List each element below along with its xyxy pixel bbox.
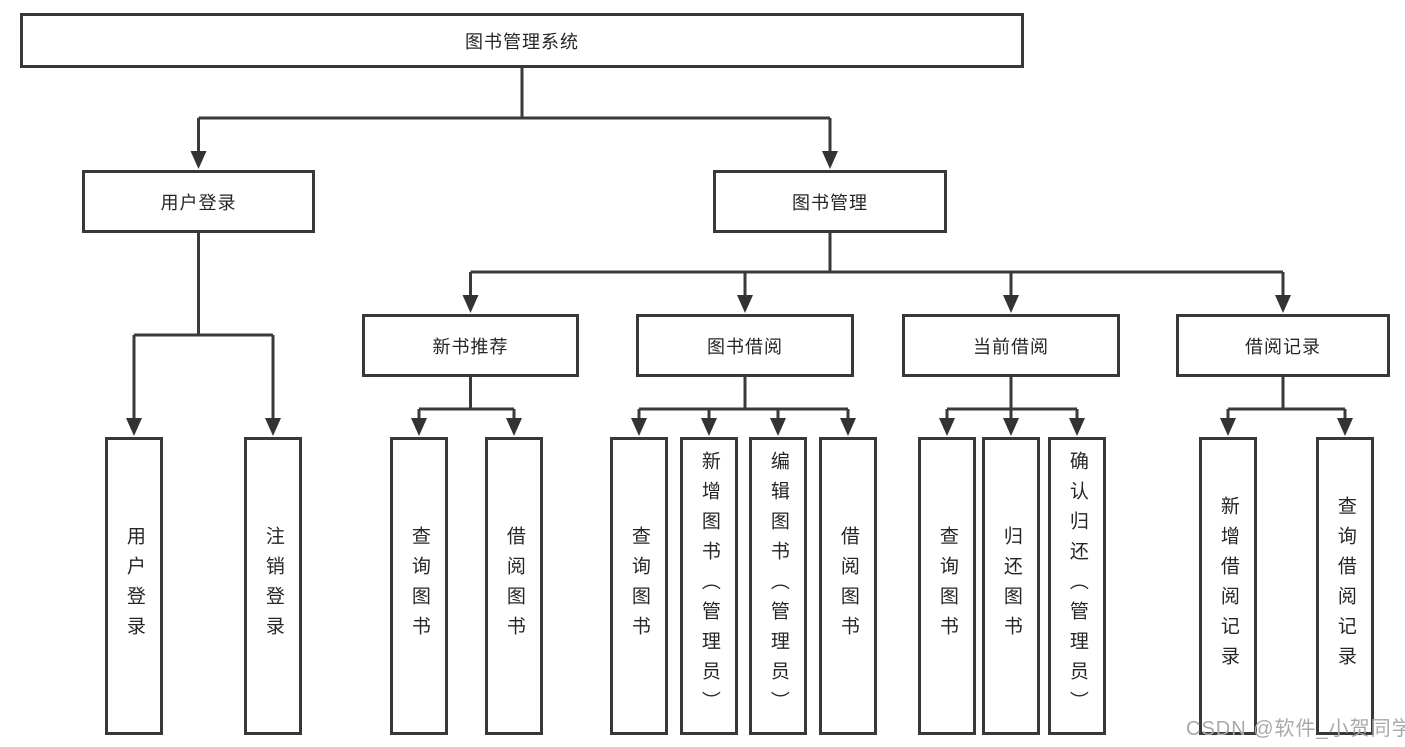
arrow-head-icon — [1275, 295, 1291, 313]
node-leaf-edit-books-admin: 编辑图书（管理员） — [749, 437, 807, 735]
arrow-head-icon — [770, 418, 786, 436]
arrow-head-icon — [1069, 418, 1085, 436]
arrow-head-icon — [1003, 418, 1019, 436]
node-label: 查询图书 — [936, 526, 958, 646]
node-label: 用户登录 — [123, 526, 145, 646]
arrow-head-icon — [190, 151, 207, 169]
node-label: 确认归还（管理员） — [1066, 451, 1088, 721]
arrow-head-icon — [1337, 418, 1353, 436]
node-leaf-query-books-3: 查询图书 — [918, 437, 976, 735]
node-current-borrow: 当前借阅 — [902, 314, 1120, 377]
node-label: 借阅图书 — [837, 526, 859, 646]
node-leaf-query-books-2: 查询图书 — [610, 437, 668, 735]
node-label: 新增借阅记录 — [1217, 496, 1239, 676]
arrow-head-icon — [822, 151, 838, 169]
node-leaf-query-borrow-record: 查询借阅记录 — [1316, 437, 1374, 735]
arrow-head-icon — [840, 418, 856, 436]
arrow-head-icon — [411, 418, 427, 436]
node-leaf-borrow-books-1: 借阅图书 — [485, 437, 543, 735]
node-leaf-borrow-books-2: 借阅图书 — [819, 437, 877, 735]
watermark: CSDN @软件_小贺同学 — [1186, 718, 1405, 740]
arrow-head-icon — [265, 418, 281, 436]
arrow-head-icon — [939, 418, 955, 436]
node-label: 查询借阅记录 — [1334, 496, 1356, 676]
node-book-borrow: 图书借阅 — [636, 314, 854, 377]
node-label: 注销登录 — [262, 526, 284, 646]
arrow-head-icon — [701, 418, 717, 436]
node-borrow-record: 借阅记录 — [1176, 314, 1390, 377]
node-label: 查询图书 — [628, 526, 650, 646]
node-label: 编辑图书（管理员） — [767, 451, 789, 721]
node-book-management: 图书管理 — [713, 170, 947, 233]
arrow-head-icon — [506, 418, 522, 436]
node-leaf-return-books: 归还图书 — [982, 437, 1040, 735]
node-label: 借阅图书 — [503, 526, 525, 646]
node-new-book-recommend: 新书推荐 — [362, 314, 579, 377]
arrow-head-icon — [126, 418, 142, 436]
node-leaf-query-books-1: 查询图书 — [390, 437, 448, 735]
node-label: 查询图书 — [408, 526, 430, 646]
node-leaf-add-borrow-record: 新增借阅记录 — [1199, 437, 1257, 735]
node-label: 新增图书（管理员） — [698, 451, 720, 721]
node-leaf-logout: 注销登录 — [244, 437, 302, 735]
arrow-head-icon — [1220, 418, 1236, 436]
arrow-head-icon — [1003, 295, 1019, 313]
node-user-login: 用户登录 — [82, 170, 315, 233]
arrow-head-icon — [462, 295, 479, 313]
node-library-management-system: 图书管理系统 — [20, 13, 1024, 68]
node-leaf-confirm-return-admin: 确认归还（管理员） — [1048, 437, 1106, 735]
node-leaf-user-login: 用户登录 — [105, 437, 163, 735]
node-label: 归还图书 — [1000, 526, 1022, 646]
arrow-head-icon — [631, 418, 647, 436]
node-leaf-add-books-admin: 新增图书（管理员） — [680, 437, 738, 735]
arrow-head-icon — [737, 295, 753, 313]
